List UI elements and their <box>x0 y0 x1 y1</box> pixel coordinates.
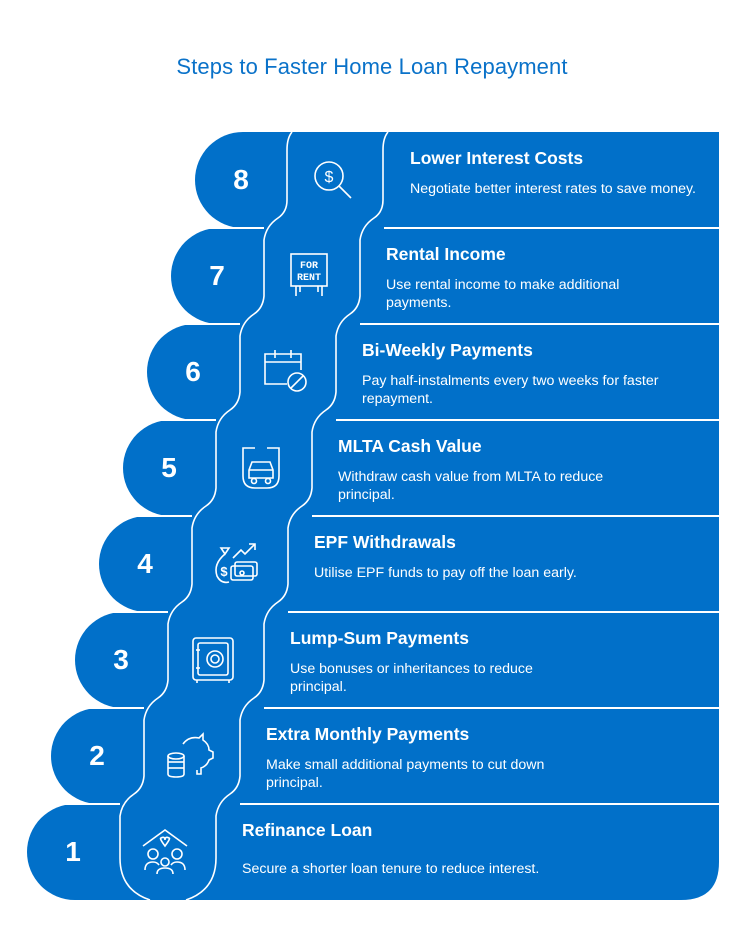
step-description: Withdraw cash value from MLTA to reduce … <box>338 469 604 503</box>
step-title: Extra Monthly Payments <box>266 724 470 744</box>
step-8: 8 $ Lower Interest Costs Negotiate bette… <box>195 132 719 228</box>
step-title: EPF Withdrawals <box>314 532 456 552</box>
dollar-magnifier-icon: $ <box>314 161 352 199</box>
svg-text:FOR: FOR <box>300 261 318 272</box>
step-4: 4 $ EPF Withdrawals Utilise EPF funds to… <box>99 516 719 612</box>
piggy-bank-coins-icon <box>167 732 214 778</box>
step-number: 5 <box>161 452 177 483</box>
step-1: 1 Refinance Loan Secure a shorter loan t… <box>27 804 719 900</box>
step-5: 5 MLTA Cash Value Withdraw cash value fr… <box>123 420 719 516</box>
step-6: 6 Bi-Weekly Payments Pay half-instalment… <box>147 324 719 420</box>
car-insurance-shield-icon <box>242 447 280 489</box>
step-description: Secure a shorter loan tenure to reduce i… <box>242 861 540 877</box>
step-description: Negotiate better interest rates to save … <box>410 181 697 197</box>
step-title: Rental Income <box>386 244 506 264</box>
step-title: MLTA Cash Value <box>338 436 482 456</box>
safe-icon <box>192 637 234 683</box>
step-number: 2 <box>89 740 105 771</box>
step-title: Refinance Loan <box>242 820 373 840</box>
family-home-icon <box>142 829 188 875</box>
svg-text:$: $ <box>220 564 228 579</box>
svg-text:$: $ <box>325 169 334 186</box>
step-number: 7 <box>209 260 225 291</box>
money-bag-growth-icon: $ <box>215 543 258 584</box>
page-title: Steps to Faster Home Loan Repayment <box>176 54 568 79</box>
step-title: Bi-Weekly Payments <box>362 340 533 360</box>
step-description: Pay half-instalments every two weeks for… <box>362 373 659 407</box>
step-description: Utilise EPF funds to pay off the loan ea… <box>314 565 577 581</box>
step-number: 1 <box>65 836 81 867</box>
step-7: 7 FOR RENT Rental Income Use rental inco… <box>171 228 719 324</box>
step-title: Lower Interest Costs <box>410 148 584 168</box>
step-number: 6 <box>185 356 201 387</box>
step-description: Use bonuses or inheritances to reduce pr… <box>290 661 533 695</box>
calendar-cancel-icon <box>264 350 307 392</box>
step-number: 8 <box>233 164 249 195</box>
step-2: 2 Extra Monthly Payments Make small addi… <box>51 708 719 804</box>
svg-text:RENT: RENT <box>297 273 321 284</box>
step-description: Use rental income to make additional pay… <box>386 277 620 311</box>
step-number: 4 <box>137 548 153 579</box>
step-description: Make small additional payments to cut do… <box>266 757 545 791</box>
step-title: Lump-Sum Payments <box>290 628 469 648</box>
step-3: 3 Lump-Sum Payments Use bonuses or inher… <box>75 612 719 708</box>
step-number: 3 <box>113 644 129 675</box>
for-rent-sign-icon: FOR RENT <box>290 253 328 296</box>
